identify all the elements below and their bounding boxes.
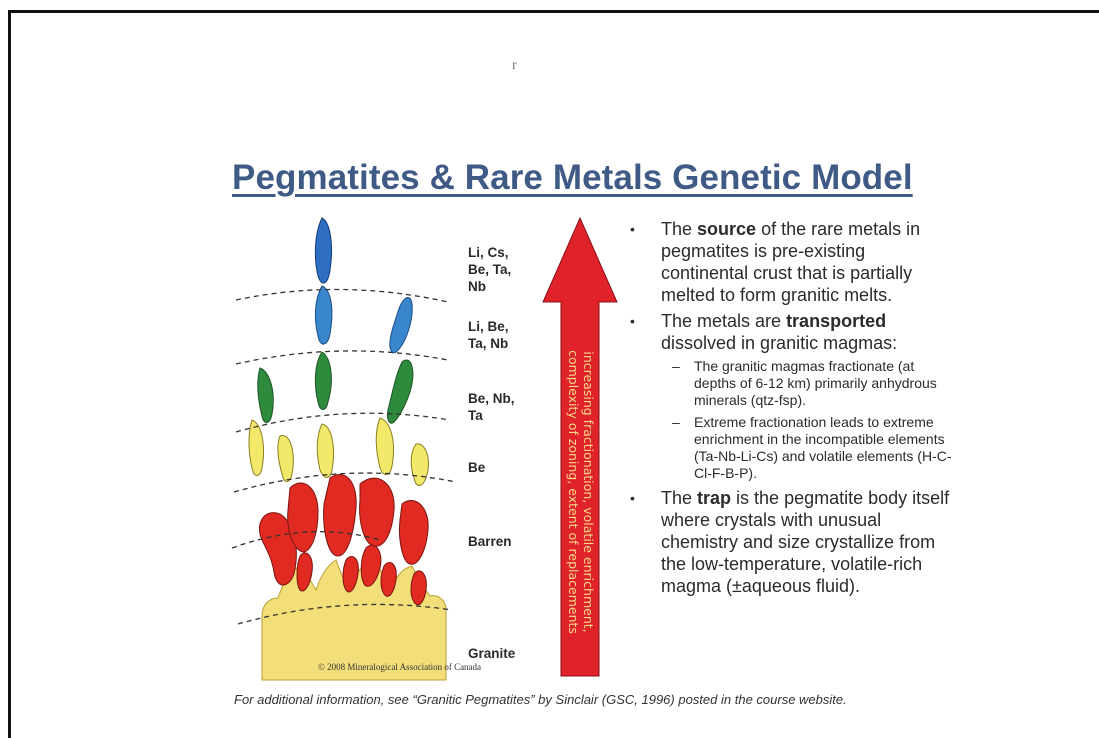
bullet-text: dissolved in granitic magmas:	[661, 333, 897, 353]
zone-label-granite: Granite	[468, 645, 515, 662]
bullet-trap: • The trap is the pegmatite body itself …	[626, 487, 956, 597]
zone-label-li-be-ta-nb: Li, Be, Ta, Nb	[468, 318, 509, 352]
bullet-transported: • The metals are transported dissolved i…	[626, 310, 956, 354]
zone-boundary-2	[236, 351, 448, 364]
sub-bullet-dash: –	[672, 358, 680, 375]
green-body-2	[315, 352, 331, 410]
bullet-source: • The source of the rare metals in pegma…	[626, 218, 956, 306]
be-nb-ta-pegmatites	[258, 352, 413, 423]
bullet-text: The metals are	[661, 311, 786, 331]
arrow-text-line-1: increasing fractionation, volatile enric…	[581, 351, 596, 632]
bullet-dot: •	[630, 487, 635, 509]
zone-label-be: Be	[468, 459, 485, 476]
sub-bullet-fractionate: – The granitic magmas fractionate (at de…	[626, 358, 956, 409]
arrow-label: increasing fractionation, volatile enric…	[566, 350, 596, 634]
zone-label-barren: Barren	[468, 533, 512, 550]
yellow-body-4	[376, 418, 393, 475]
copyright-note: © 2008 Mineralogical Association of Cana…	[318, 662, 481, 672]
sub-bullet-text: The granitic magmas fractionate (at dept…	[694, 358, 937, 408]
bullet-dot: •	[630, 218, 635, 240]
blue-body-1	[315, 286, 332, 344]
bullet-keyword: source	[697, 219, 756, 239]
sub-bullet-text: Extreme fractionation leads to extreme e…	[694, 414, 952, 481]
red-body-3	[324, 475, 357, 556]
red-body-5	[399, 500, 428, 564]
bullet-text: The	[661, 488, 697, 508]
yellow-body-1	[249, 420, 264, 476]
footer-note: For additional information, see “Graniti…	[234, 692, 847, 707]
red-body-4	[360, 478, 395, 546]
zone-boundary-1	[236, 289, 448, 302]
li-be-pegmatites	[315, 286, 412, 353]
yellow-body-2	[278, 435, 293, 481]
sub-bullet-extreme: – Extreme fractionation leads to extreme…	[626, 414, 956, 482]
bullet-list: • The source of the rare metals in pegma…	[626, 218, 956, 601]
top-pegmatite	[315, 218, 331, 283]
sub-bullet-dash: –	[672, 414, 680, 431]
yellow-body-5	[411, 444, 428, 486]
yellow-body-3	[317, 424, 333, 478]
zone-label-li-cs-be-ta-nb: Li, Cs, Be, Ta, Nb	[468, 244, 511, 295]
zone-label-be-nb-ta: Be, Nb, Ta	[468, 390, 515, 424]
arrow-text-line-2: complexity of zoning, extent of replacem…	[566, 350, 581, 634]
bullet-text: The	[661, 219, 697, 239]
bullet-keyword: trap	[697, 488, 731, 508]
bullet-dot: •	[630, 310, 635, 332]
blue-body-2	[390, 297, 412, 352]
green-body-1	[258, 368, 273, 423]
bullet-keyword: transported	[786, 311, 886, 331]
